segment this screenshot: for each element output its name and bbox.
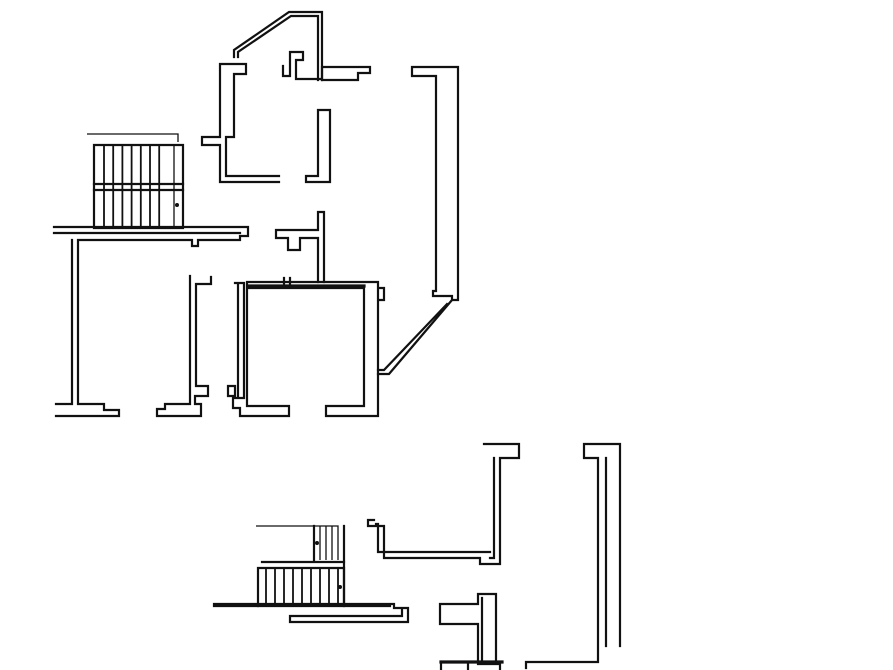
upper-floor-plan	[52, 10, 460, 418]
top-bay-wall	[232, 10, 324, 82]
upper-stair	[87, 133, 185, 230]
lower-stair-treads	[265, 568, 339, 606]
lower-plan-base-ticks	[439, 660, 470, 670]
lower-plan-right-wall	[524, 442, 622, 670]
lower-floor-plan	[212, 442, 622, 670]
lower-center-small-post	[282, 276, 292, 288]
lower-plan-slab	[212, 602, 410, 624]
lower-stair-upper-rails	[319, 526, 333, 560]
upper-stair-frame	[92, 143, 185, 230]
lower-stair-frame	[256, 560, 346, 608]
upper-left-room-wall	[200, 62, 281, 184]
right-room-wall	[376, 65, 460, 376]
lower-plan-t-wall	[438, 592, 502, 670]
center-partition-upper	[304, 108, 332, 184]
upper-stair-midrail	[92, 182, 185, 192]
lower-stair-marker-lower	[338, 585, 342, 589]
lower-center-room	[226, 280, 386, 418]
upper-stair-landing	[87, 133, 179, 142]
middle-stub-wall	[274, 210, 326, 284]
lower-stair-landing	[256, 525, 339, 560]
lower-left-jamb	[155, 274, 213, 418]
upper-long-slab	[52, 225, 250, 418]
upper-stair-treads	[103, 145, 161, 228]
upper-stair-marker	[175, 203, 179, 207]
lower-stair	[256, 524, 346, 608]
top-center-jamb	[281, 50, 372, 82]
lower-plan-upper-wall	[366, 442, 521, 566]
lower-stair-marker-upper	[315, 541, 319, 545]
